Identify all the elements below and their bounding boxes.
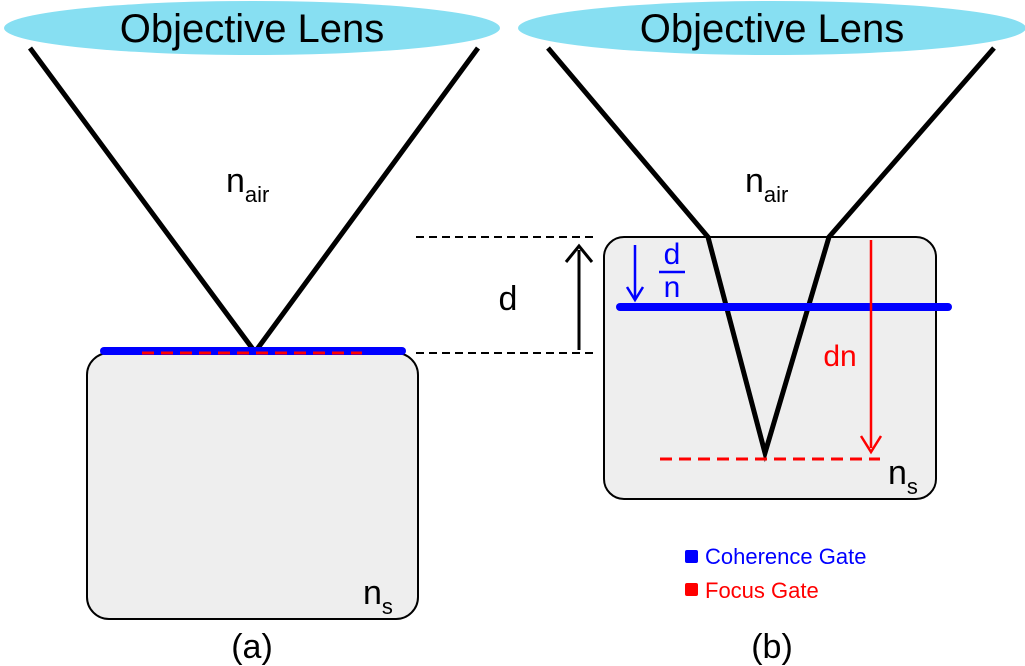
n-s-label-a: ns [363,574,393,619]
panel-label-b: (b) [751,628,793,666]
focus-shift-label: dn [823,340,856,373]
legend-swatch-focus [685,583,698,596]
legend: Coherence Gate Focus Gate [685,544,866,603]
coherence-shift-numerator: d [664,238,681,271]
objective-lens-label-a: Objective Lens [120,7,385,51]
n-air-label-b: nair [745,162,788,207]
objective-lens-b [518,1,1025,55]
legend-swatch-coherence [685,550,698,563]
depth-indicator: d [416,236,595,354]
panel-a: Objective Lens nair ns (a) [4,1,500,666]
legend-label-focus: Focus Gate [705,578,819,603]
n-air-label-a: nair [226,162,269,207]
panel-b: Objective Lens nair d n dn ns (b) [518,1,1025,666]
depth-arrow-head-icon [564,243,594,263]
light-cone-b [546,46,996,463]
objective-lens-label-b: Objective Lens [640,7,905,51]
legend-label-coherence: Coherence Gate [705,544,866,569]
focus-shift-arrow-head-icon [859,435,883,455]
coherence-shift-denominator: n [664,271,681,304]
coherence-shift-arrow-head-icon [625,286,645,303]
depth-label: d [499,280,518,318]
sample-block-b [603,236,937,500]
n-s-label-b: ns [888,454,918,499]
objective-lens-a [4,1,500,55]
panel-label-a: (a) [231,628,273,666]
